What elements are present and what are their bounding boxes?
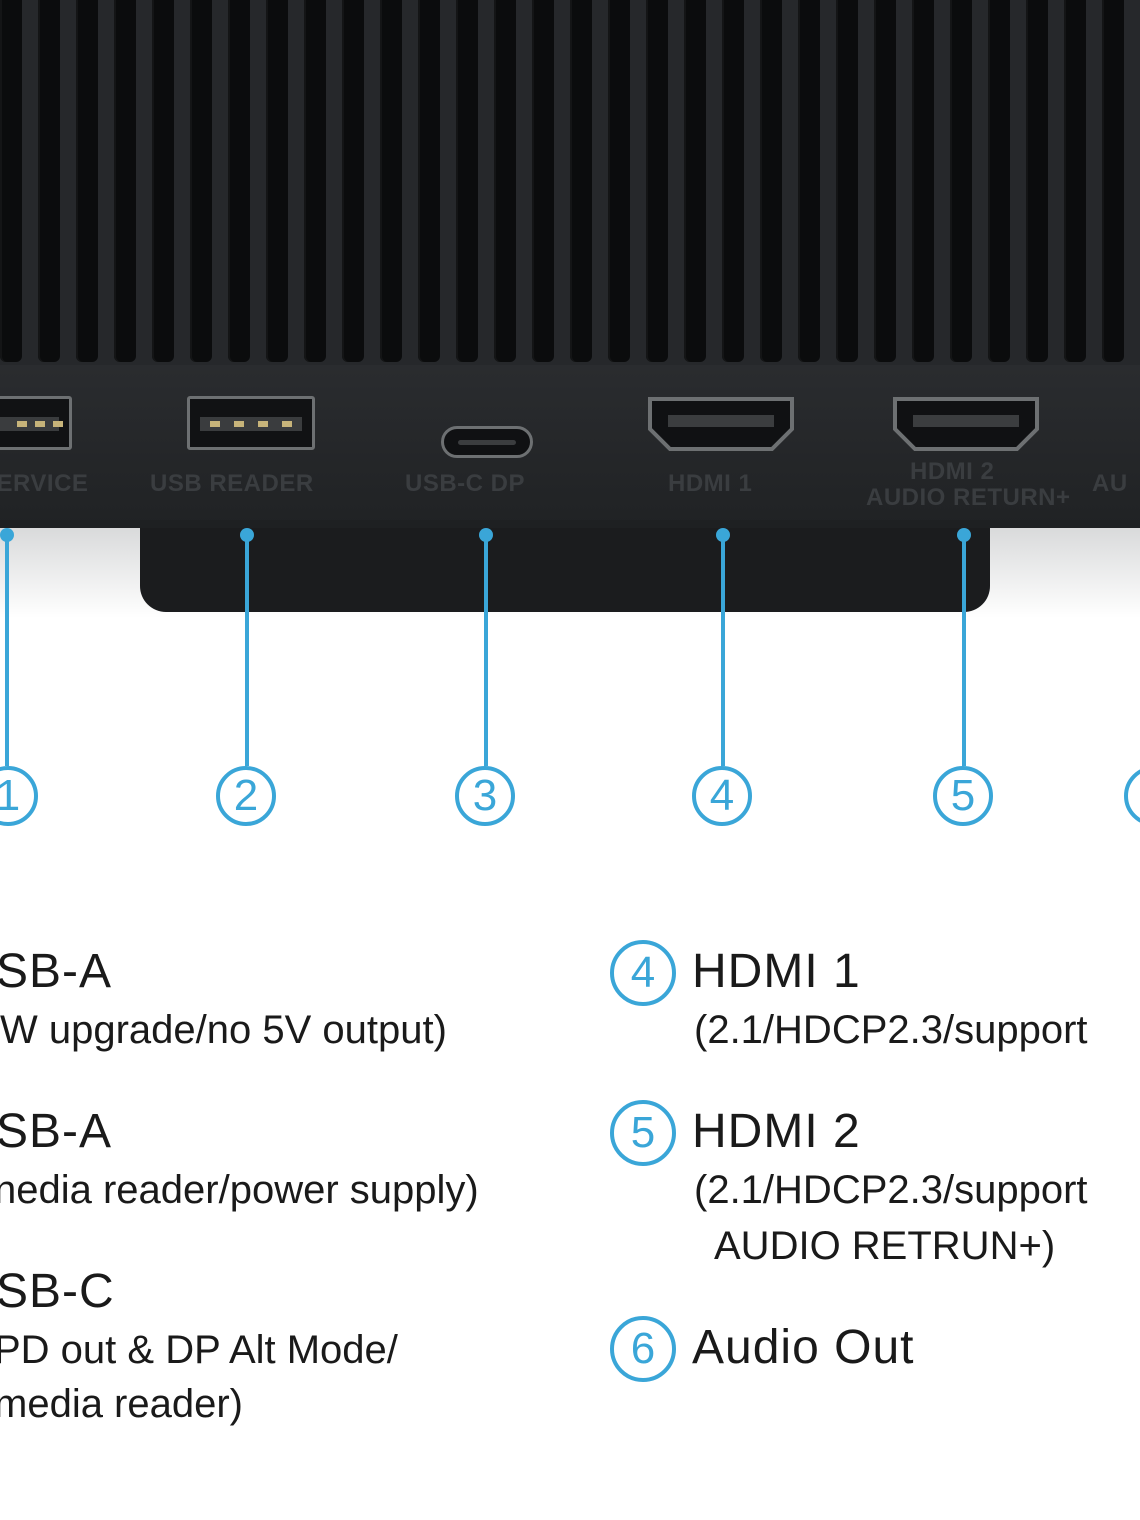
vent-slot <box>798 0 820 362</box>
vent-slot <box>152 0 174 362</box>
vent-slot <box>1026 0 1048 362</box>
vent-slot <box>456 0 478 362</box>
port-label-audio-return: AUDIO RETURN+ <box>866 484 1071 511</box>
vent-slot <box>304 0 326 362</box>
device-foot <box>140 528 990 612</box>
vent-slot <box>190 0 212 362</box>
vent-slot <box>0 0 22 362</box>
vent-slot <box>494 0 516 362</box>
legend-4-number: 4 <box>610 940 676 1006</box>
legend-6-number: 6 <box>610 1316 676 1382</box>
leader-line-5 <box>962 534 966 766</box>
callout-number-6: 6 <box>1124 766 1140 826</box>
vent-slot <box>570 0 592 362</box>
vent-slot <box>38 0 60 362</box>
legend-4-desc: (2.1/HDCP2.3/support <box>694 1008 1088 1052</box>
legend-4-title: HDMI 1 <box>692 945 861 998</box>
vent-slot <box>608 0 630 362</box>
vent-slot <box>380 0 402 362</box>
vent-slot <box>722 0 744 362</box>
vent-slot <box>1064 0 1086 362</box>
legend-3-desc-line2: media reader) <box>0 1382 244 1426</box>
usb-a-reader-port <box>187 396 315 450</box>
leader-line-2 <box>245 534 249 766</box>
port-label-hdmi-2: HDMI 2 <box>910 458 995 485</box>
port-label-hdmi-1: HDMI 1 <box>668 470 753 497</box>
legend-6-title: Audio Out <box>692 1321 915 1374</box>
vent-slot <box>342 0 364 362</box>
legend-5-title: HDMI 2 <box>692 1105 861 1158</box>
port-label-audio: AU <box>1092 470 1128 497</box>
vent-slot <box>266 0 288 362</box>
leader-line-3 <box>484 534 488 766</box>
callout-number-3: 3 <box>455 766 515 826</box>
callout-number-2: 2 <box>216 766 276 826</box>
vent-slot <box>532 0 554 362</box>
vent-slot <box>418 0 440 362</box>
legend-3-title: SB-C <box>0 1265 115 1318</box>
leader-line-4 <box>721 534 725 766</box>
usb-c-dp-port <box>441 426 533 458</box>
callout-number-5: 5 <box>933 766 993 826</box>
callout-number-1: 1 <box>0 766 38 826</box>
vent-slot <box>684 0 706 362</box>
port-label-usb-c-dp: USB-C DP <box>405 470 526 497</box>
legend-1-desc: W upgrade/no 5V output) <box>0 1008 447 1052</box>
vent-slot <box>988 0 1010 362</box>
port-label-usb-reader: USB READER <box>150 470 314 497</box>
vent-slot <box>228 0 250 362</box>
legend-1-title: SB-A <box>0 945 113 998</box>
legend-5-desc-line2: AUDIO RETRUN+) <box>714 1224 1056 1268</box>
vent-slot <box>836 0 858 362</box>
legend-3-desc-line1: PD out & DP Alt Mode/ <box>0 1328 398 1372</box>
vent-slot <box>76 0 98 362</box>
usb-a-service-port <box>0 396 72 450</box>
leader-line-1 <box>5 534 9 766</box>
hdmi-2-port <box>891 395 1041 453</box>
hdmi-1-port <box>646 395 796 453</box>
vent-grille <box>0 0 1140 365</box>
vent-slot <box>646 0 668 362</box>
port-label-service: SERVICE <box>0 470 89 497</box>
legend-2-desc: nedia reader/power supply) <box>0 1168 479 1212</box>
vent-slot <box>874 0 896 362</box>
vent-slot <box>1102 0 1124 362</box>
legend-5-desc-line1: (2.1/HDCP2.3/support <box>694 1168 1088 1212</box>
legend-5-number: 5 <box>610 1100 676 1166</box>
callout-number-4: 4 <box>692 766 752 826</box>
vent-slot <box>114 0 136 362</box>
vent-slot <box>912 0 934 362</box>
device-ledge <box>0 520 1140 530</box>
vent-slot <box>760 0 782 362</box>
vent-slot <box>950 0 972 362</box>
legend-2-title: SB-A <box>0 1105 113 1158</box>
